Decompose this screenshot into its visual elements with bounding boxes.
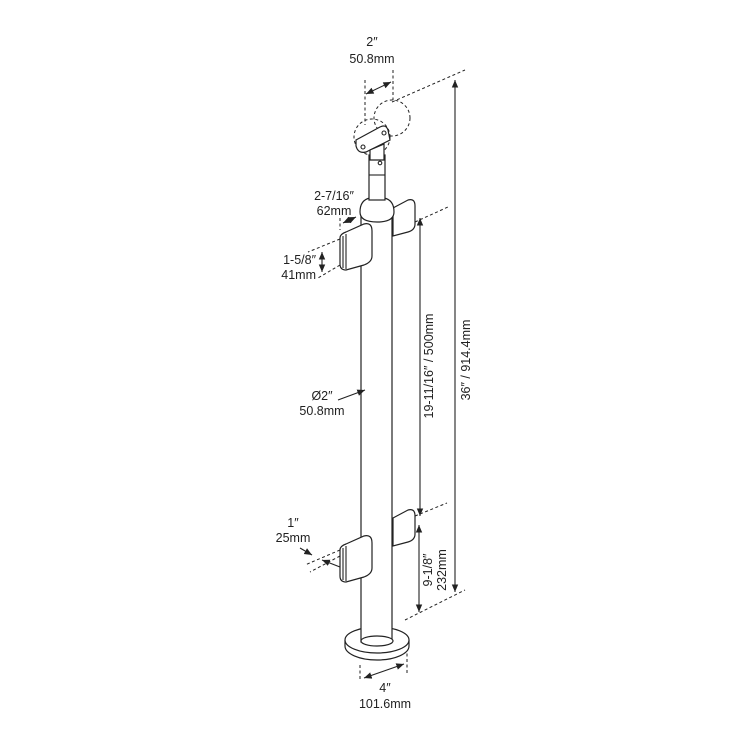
base-diameter-metric: 101.6mm — [359, 697, 411, 711]
base-diameter-imperial: 4″ — [379, 681, 391, 695]
clamp-height-metric: 41mm — [281, 268, 316, 282]
clamp-height-imperial: 1-5/8″ — [283, 253, 316, 267]
upper-front-clamp — [339, 223, 373, 271]
bottom-clamp-height-imperial: 9-1/8″ — [421, 553, 435, 586]
upper-back-clamp — [392, 199, 416, 237]
bottom-clamp-height-metric: 232mm — [435, 549, 449, 591]
glass-gap-imperial: 1″ — [287, 516, 299, 530]
saddle-bracket — [355, 125, 391, 166]
post-bottom — [360, 635, 394, 647]
clamp-spacing-label: 19-11/16″ / 500mm — [422, 314, 436, 419]
clamp-depth-metric: 62mm — [317, 204, 352, 218]
post-diameter-imperial: Ø2″ — [311, 389, 333, 403]
saddle-width-metric: 50.8mm — [349, 52, 394, 66]
post-tube — [360, 211, 393, 643]
glass-gap-metric: 25mm — [276, 531, 311, 545]
saddle-width-imperial: 2″ — [366, 35, 378, 49]
top-cap — [359, 154, 395, 223]
lower-front-clamp — [339, 535, 373, 583]
total-height-label: 36″ / 914.4mm — [459, 320, 473, 401]
dimension-arrows — [299, 80, 459, 679]
handrail-outline-right — [373, 99, 411, 137]
post-diameter-metric: 50.8mm — [299, 404, 344, 418]
lower-back-clamp — [392, 509, 416, 547]
clamp-depth-imperial: 2-7/16″ — [314, 189, 354, 203]
